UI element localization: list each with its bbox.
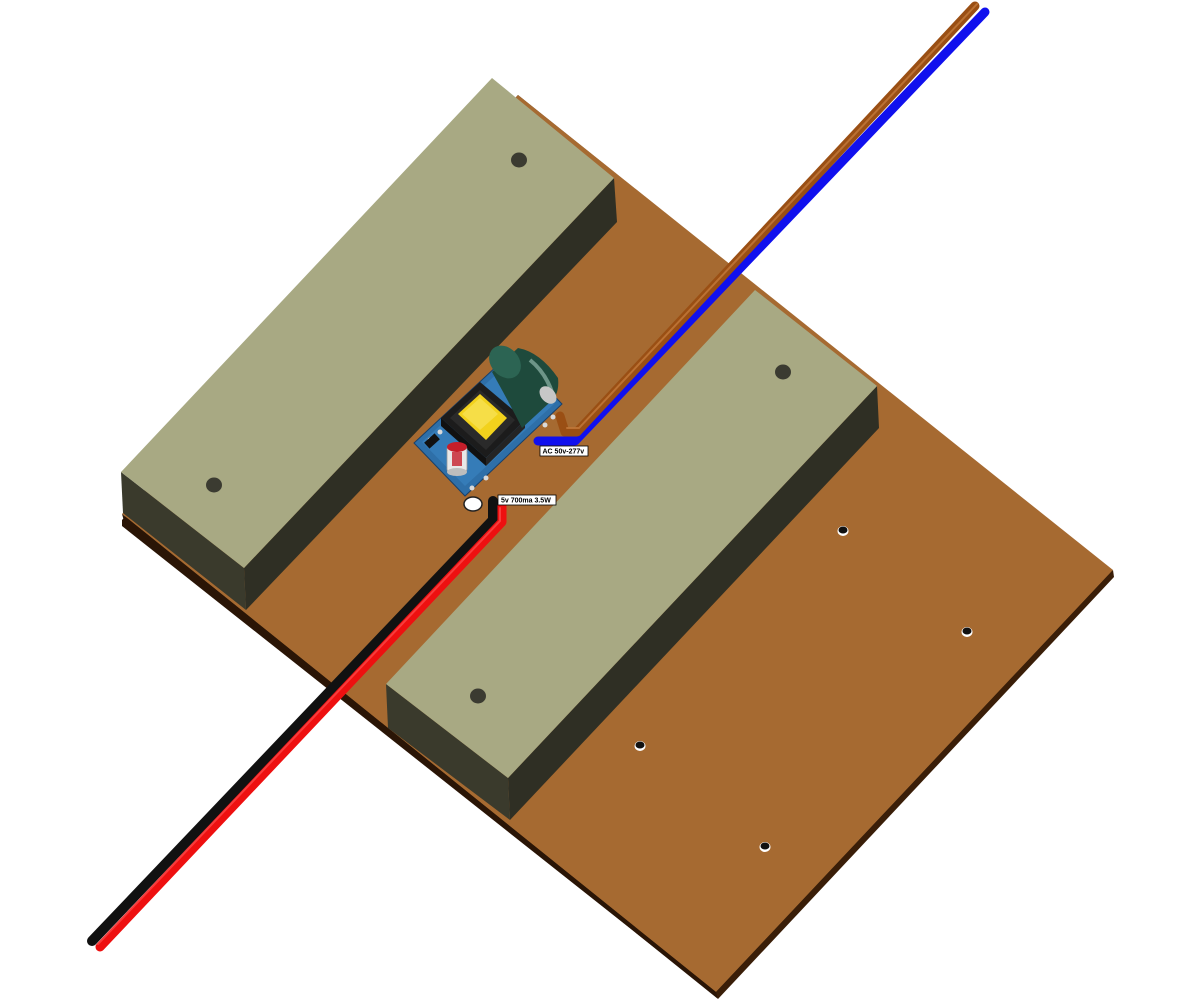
left-insulating-block	[121, 78, 617, 610]
right-insulating-block	[386, 290, 879, 820]
mounting-hole	[837, 526, 849, 536]
left-block-top	[121, 78, 614, 568]
capacitor-small	[446, 442, 468, 476]
right-block-screw-hole	[775, 364, 791, 380]
left-block-screw-hole	[511, 152, 527, 168]
left-block-side	[244, 178, 617, 610]
left-block-screw-hole	[206, 477, 222, 493]
dc-output-label-box	[497, 494, 557, 506]
mounting-holes	[634, 526, 973, 852]
ac-input-cable	[533, 1, 990, 446]
right-block-front	[386, 684, 510, 820]
right-block-top	[386, 290, 877, 778]
ac-wire-blue	[533, 7, 990, 446]
right-block-screw-hole	[470, 688, 486, 704]
right-block-side	[508, 386, 879, 820]
ic-chip	[424, 433, 440, 449]
capacitor-large	[489, 345, 559, 428]
cable-hole	[463, 496, 483, 512]
mounting-hole	[634, 741, 646, 751]
left-block-front	[121, 472, 246, 610]
driver-module	[413, 345, 563, 497]
dc-wire-black	[87, 496, 498, 946]
base-board-right-edge	[716, 570, 1114, 999]
transformer	[441, 382, 525, 466]
base-board-lower-edge	[122, 514, 718, 999]
dc-output-cable	[87, 496, 507, 952]
mounting-hole	[961, 627, 973, 637]
ac-input-callout: AC 50v-277v	[539, 445, 589, 457]
dc-wire-red	[95, 501, 507, 952]
dc-output-label: 5v 700ma 3.5W	[501, 498, 551, 505]
ac-input-label-box	[539, 445, 589, 457]
mounting-hole	[759, 842, 771, 852]
ac-input-label: AC 50v-277v	[543, 449, 585, 456]
dc-output-callout: 5v 700ma 3.5W	[497, 494, 557, 506]
